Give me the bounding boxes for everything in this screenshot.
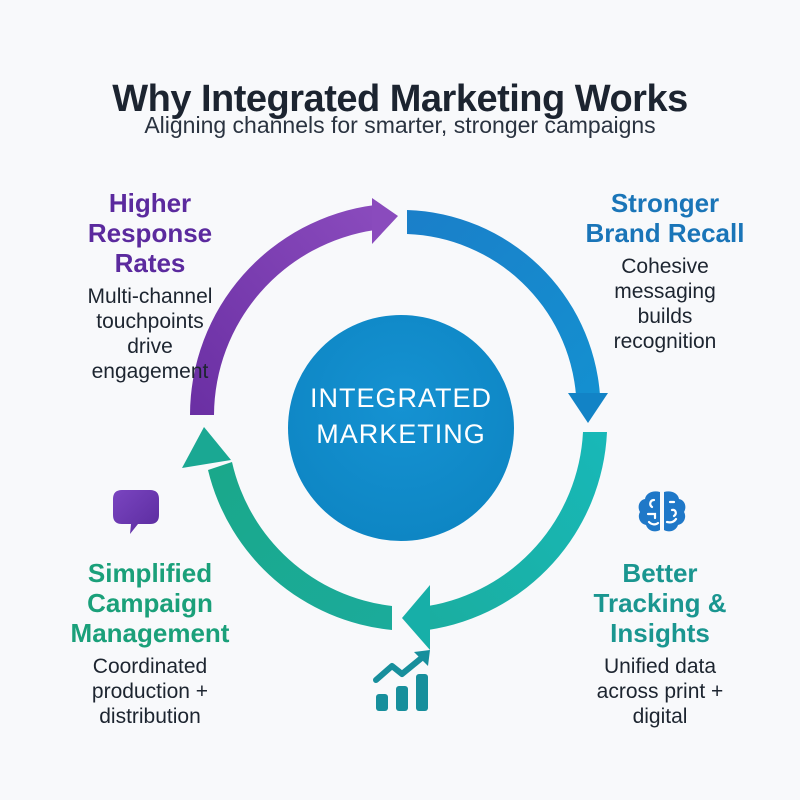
benefit-description: Unified data across print + digital xyxy=(570,654,750,729)
desc-line: engagement xyxy=(91,360,209,383)
desc-line: touchpoints xyxy=(96,310,204,333)
benefit-title: Stronger Brand Recall xyxy=(565,188,765,248)
title-line: Stronger xyxy=(610,188,720,218)
title-line: Higher xyxy=(108,188,192,218)
title-line: Insights xyxy=(610,618,710,648)
title-line: Tracking & xyxy=(593,588,727,618)
center-label: INTEGRATED MARKETING xyxy=(288,380,514,452)
benefit-stronger-brand-recall: Stronger Brand Recall Cohesive messaging… xyxy=(565,188,765,354)
title-line: Simplified xyxy=(87,558,213,588)
benefit-title: Simplified Campaign Management xyxy=(45,558,255,648)
desc-line: Cohesive xyxy=(621,255,709,278)
title-line: Better xyxy=(622,558,698,588)
desc-line: recognition xyxy=(613,330,717,353)
desc-line: Coordinated xyxy=(92,655,208,678)
desc-line: digital xyxy=(632,705,688,728)
desc-line: across print + xyxy=(596,680,724,703)
benefit-better-tracking-insights: Better Tracking & Insights Unified data … xyxy=(570,558,750,729)
arrow-green xyxy=(182,427,392,630)
page-subtitle: Aligning channels for smarter, stronger … xyxy=(144,112,656,138)
center-label-line1: INTEGRATED xyxy=(309,383,492,413)
benefit-description: Coordinated production + distribution xyxy=(45,654,255,729)
benefit-title: Better Tracking & Insights xyxy=(570,558,750,648)
arrow-purple xyxy=(190,198,398,415)
benefit-simplified-campaign-management: Simplified Campaign Management Coordinat… xyxy=(45,558,255,729)
center-circle xyxy=(288,315,514,541)
arrow-blue xyxy=(407,210,608,423)
brain-icon xyxy=(638,491,686,532)
benefit-description: Cohesive messaging builds recognition xyxy=(565,254,765,354)
desc-line: Unified data xyxy=(603,655,717,678)
center-label-line2: MARKETING xyxy=(316,419,486,449)
title-line: Brand Recall xyxy=(585,218,745,248)
title-line: Management xyxy=(70,618,230,648)
benefit-description: Multi-channel touchpoints drive engageme… xyxy=(45,284,255,384)
desc-line: messaging xyxy=(614,280,716,303)
title-line: Response xyxy=(87,218,213,248)
page-title: Why Integrated Marketing Works xyxy=(112,78,688,120)
benefit-title: Higher Response Rates xyxy=(45,188,255,278)
desc-line: distribution xyxy=(99,705,201,728)
desc-line: drive xyxy=(127,335,173,358)
title-line: Campaign xyxy=(87,588,213,618)
benefit-higher-response-rates: Higher Response Rates Multi-channel touc… xyxy=(45,188,255,384)
desc-line: production + xyxy=(91,680,209,703)
desc-line: builds xyxy=(637,305,693,328)
growth-chart-icon xyxy=(373,650,430,711)
title-line: Rates xyxy=(114,248,186,278)
arrow-teal xyxy=(402,432,607,650)
speech-bubble-icon xyxy=(113,490,159,534)
desc-line: Multi-channel xyxy=(87,285,213,308)
